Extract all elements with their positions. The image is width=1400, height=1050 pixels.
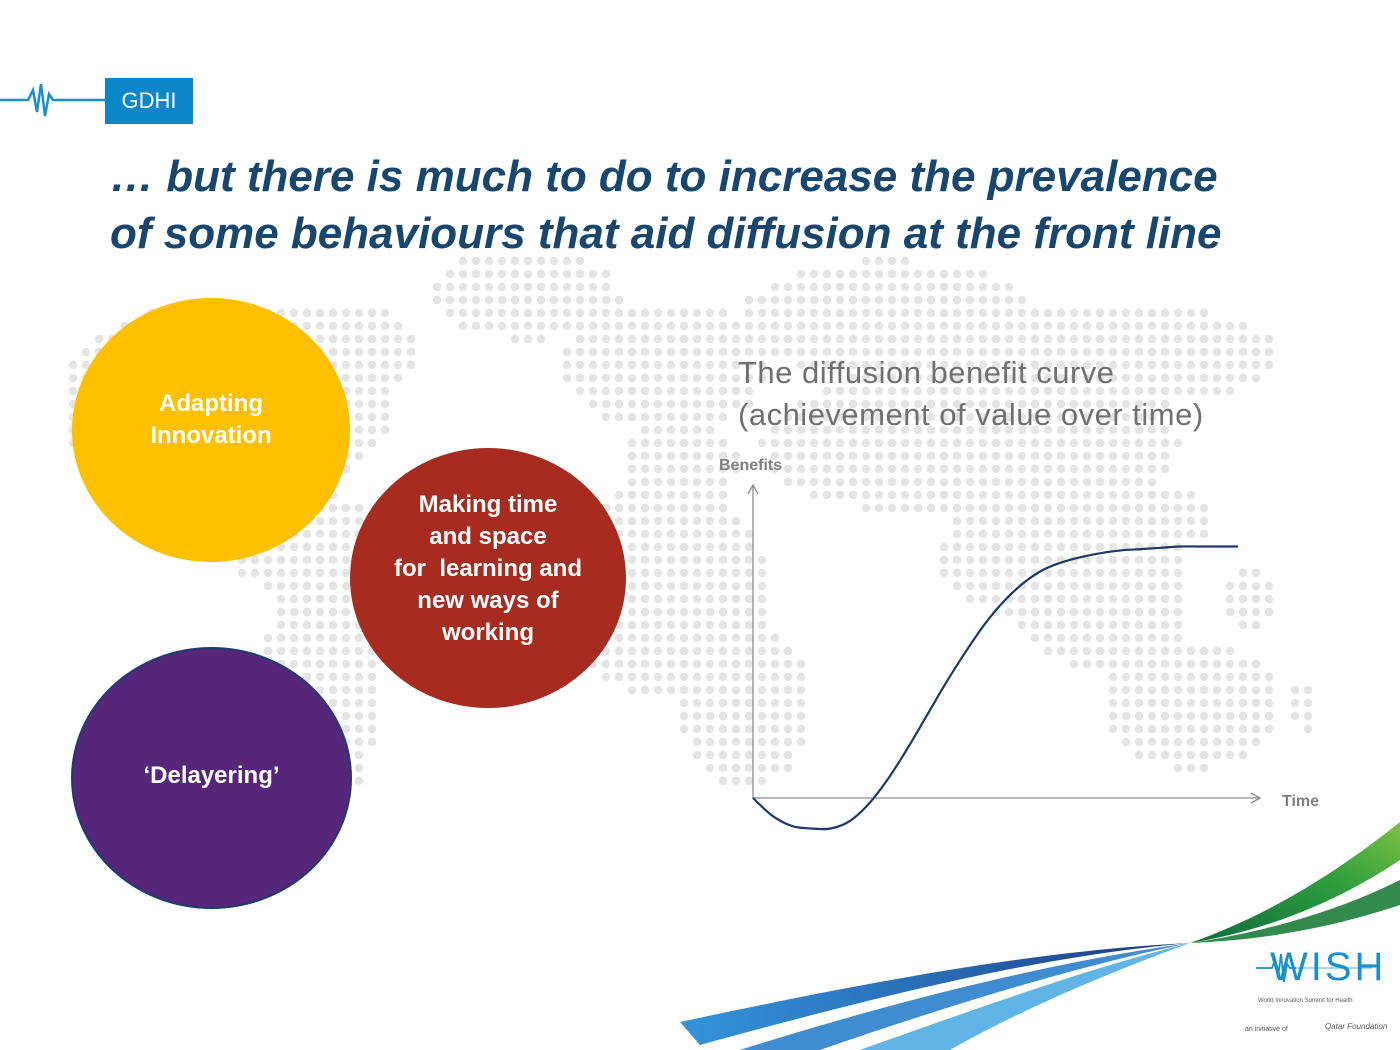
logo-initiative-text: an initiative of (1245, 1026, 1288, 1033)
chart-title: The diffusion benefit curve (achievement… (738, 352, 1204, 436)
adapting-innovation-circle: Adapting Innovation (72, 298, 350, 562)
circle-label-line: for learning and (393, 555, 582, 582)
chart-title-line-1: The diffusion benefit curve (738, 355, 1115, 390)
chart-axes (747, 483, 1262, 804)
x-axis-arrow-icon (1250, 792, 1262, 804)
title-line-1: … but there is much to do to increase th… (110, 152, 1218, 201)
circle-label-line: ‘Delayering’ (143, 762, 280, 789)
circle-label: ‘Delayering’ (143, 760, 279, 792)
pulse-line-icon (0, 83, 560, 117)
circle-label-line: Innovation (150, 422, 272, 449)
circle-label-line: Adapting (159, 390, 263, 417)
circle-label: Making time and space for learning and n… (394, 489, 582, 649)
qatar-foundation-logo: Qatar Foundation (1325, 1022, 1388, 1031)
logo-subtitle: World Innovation Summit for Health (1258, 998, 1353, 1004)
section-tag: GDHI (105, 78, 193, 124)
y-axis-arrow-icon (747, 483, 759, 495)
page-title: … but there is much to do to increase th… (110, 148, 1370, 262)
benefit-curve-line (752, 545, 1238, 831)
wish-logo-icon (1256, 953, 1372, 983)
title-line-2: of some behaviours that aid diffusion at… (110, 209, 1222, 258)
circle-label-line: and space (429, 523, 547, 550)
x-axis-label: Time (1282, 793, 1319, 810)
logo-wordmark: WISH (1270, 945, 1387, 989)
chart-title-line-2: (achievement of value over time) (738, 397, 1204, 432)
diffusion-curve-chart: Benefits Time (719, 457, 1319, 831)
y-axis-label: Benefits (719, 457, 782, 474)
making-time-circle: Making time and space for learning and n… (350, 448, 626, 708)
circle-label: Adapting Innovation (150, 388, 271, 452)
circle-label-line: working (441, 619, 534, 646)
circle-label-line: new ways of (417, 587, 559, 614)
circle-label-line: Making time (418, 491, 558, 518)
delayering-circle: ‘Delayering’ (71, 647, 352, 909)
